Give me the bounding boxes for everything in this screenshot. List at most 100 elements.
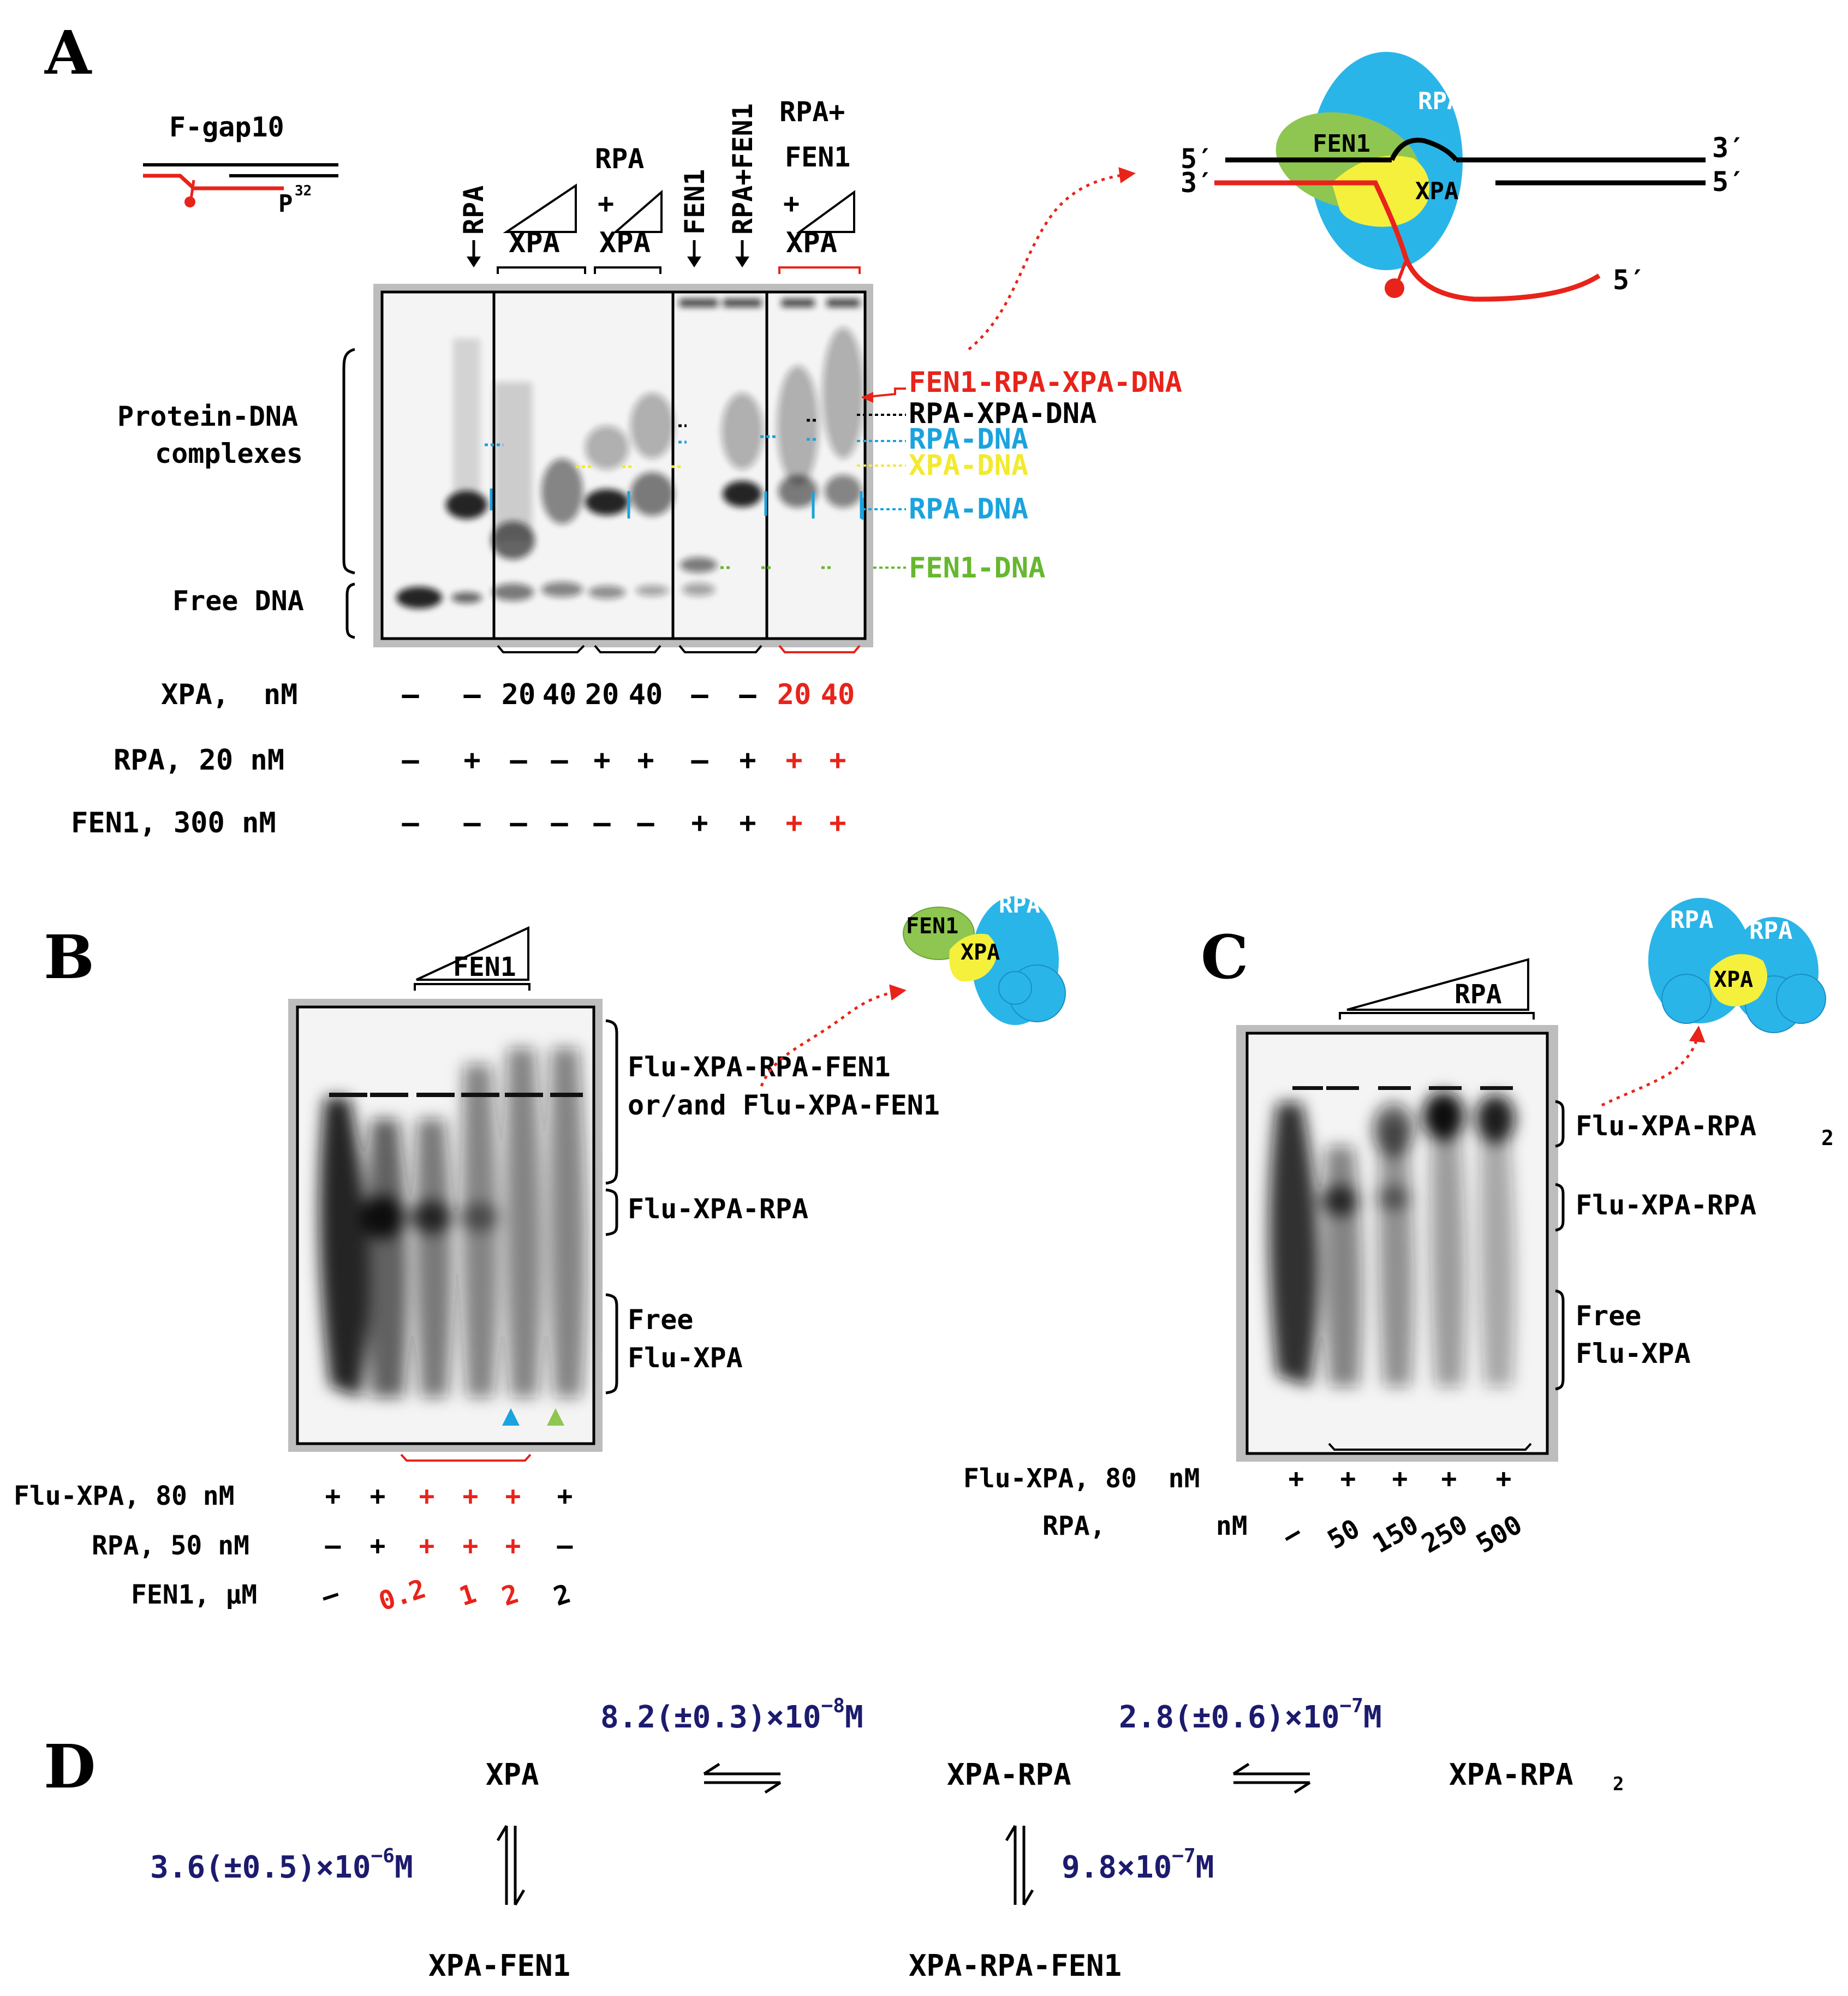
row-value: 150: [1367, 1509, 1423, 1559]
header-last-plus: +: [783, 188, 800, 219]
row-value: –: [557, 1530, 573, 1561]
c-label-1-sub: 2: [1821, 1126, 1834, 1150]
row-value: 500: [1471, 1509, 1527, 1559]
panel-c-header: RPA: [1339, 958, 1535, 1020]
row-value: 50: [1322, 1513, 1365, 1555]
b-label-4: Free: [628, 1304, 693, 1336]
p32-superscript: 32: [295, 183, 312, 199]
row-a-rpa-label: RPA, 20 nM: [114, 744, 284, 777]
species-xpa-rpa: XPA-RPA: [947, 1757, 1071, 1792]
species-xpa-rpa2: XPA-RPA: [1449, 1757, 1573, 1792]
row-value: 2: [498, 1578, 523, 1612]
label-free-dna: Free DNA: [172, 585, 304, 617]
gel-b: [288, 999, 603, 1462]
c-label-3: Free: [1576, 1300, 1641, 1332]
diagram-c: RPA RPA XPA: [1648, 898, 1826, 1033]
panel-c-header-label: RPA: [1454, 979, 1502, 1010]
header-last-bottom: XPA: [786, 227, 837, 259]
row-value: +: [505, 1530, 521, 1561]
row-value: +: [691, 807, 708, 839]
row-value: –: [463, 678, 481, 711]
row-value: 40: [821, 678, 855, 711]
row-c-fluxpa-label: Flu-XPA, 80 nM: [963, 1463, 1200, 1494]
row-b-rpa-label: RPA, 50 nM: [92, 1530, 249, 1561]
b-label-3: Flu-XPA-RPA: [628, 1193, 808, 1225]
kd-2: 2.8(±0.6)×10−7M: [1119, 1695, 1382, 1735]
arrow-to-diagram-c: [1601, 1026, 1706, 1107]
row-value: +: [463, 1530, 479, 1561]
row-value: +: [419, 1530, 435, 1561]
gel-c: [1236, 1025, 1558, 1462]
species-xpa: XPA: [486, 1757, 539, 1792]
band-label-5: RPA-DNA: [909, 493, 1028, 526]
row-a-xpa-label: XPA, nM: [161, 678, 297, 711]
substrate-schematic: F-gap10 P 32: [143, 111, 338, 218]
band-label-6: FEN1-DNA: [909, 552, 1045, 585]
row-value: +: [739, 744, 756, 777]
panel-a-band-labels: FEN1-RPA-XPA-DNA RPA-XPA-DNA RPA-DNA XPA…: [857, 366, 1182, 585]
gel-a: [373, 284, 873, 653]
row-value: +: [829, 807, 846, 839]
row-value: –: [402, 678, 419, 711]
row-value: +: [370, 1481, 386, 1511]
row-value: +: [370, 1530, 386, 1561]
header-last-line1: RPA+: [779, 96, 845, 128]
row-value: +: [637, 744, 654, 777]
row-value: –: [691, 678, 708, 711]
row-value: –: [402, 807, 419, 839]
substrate-label: F-gap10: [169, 111, 284, 143]
panel-b-rows: Flu-XPA, 80 nM RPA, 50 nM FEN1, µM +++++…: [14, 1481, 574, 1617]
row-a-fen1-label: FEN1, 300 nM: [71, 807, 276, 839]
diagram-c-rpa-1: RPA: [1670, 906, 1713, 934]
row-value: +: [463, 1481, 479, 1511]
row-value: +: [463, 744, 480, 777]
row-value: 0.2: [375, 1574, 430, 1617]
row-value: –: [593, 807, 611, 839]
row-value: +: [1441, 1463, 1457, 1494]
row-value: +: [785, 744, 802, 777]
kd-1: 8.2(±0.3)×10−8M: [600, 1695, 863, 1735]
row-value: –: [510, 744, 527, 777]
row-value: +: [1289, 1463, 1304, 1494]
arrow-to-diagram-a: [968, 167, 1136, 350]
row-value: –: [739, 678, 756, 711]
panel-c-labels: Flu-XPA-RPA 2 Flu-XPA-RPA Free Flu-XPA: [1555, 1100, 1834, 1391]
diagram-c-xpa: XPA: [1714, 967, 1753, 992]
diagram-a-5prime-left: 5′: [1181, 143, 1213, 175]
row-value: –: [551, 807, 568, 839]
row-value: –: [510, 807, 527, 839]
row-value: +: [505, 1481, 521, 1511]
b-label-2: or/and Flu-XPA-FEN1: [628, 1089, 940, 1121]
row-value: 1: [456, 1578, 480, 1612]
row-value: +: [593, 744, 610, 777]
species-xpa-rpa-fen1: XPA-RPA-FEN1: [909, 1949, 1122, 1983]
band-label-4: XPA-DNA: [909, 449, 1028, 482]
header-rpa-xpa-top: RPA: [595, 143, 644, 175]
panel-b-letter: B: [44, 922, 94, 992]
p32-label: P: [278, 190, 293, 218]
row-value: –: [402, 744, 419, 777]
diagram-a-3prime-right: 3′: [1712, 132, 1745, 164]
label-protein-dna: Protein-DNA: [117, 401, 298, 432]
row-value: +: [1340, 1463, 1356, 1494]
row-value: +: [419, 1481, 435, 1511]
row-value: –: [463, 807, 481, 839]
row-b-fen1-label: FEN1, µM: [131, 1580, 257, 1610]
kd-3: 3.6(±0.5)×10−6M: [150, 1845, 413, 1885]
row-value: –: [318, 1578, 343, 1612]
header-rpa-fen1: RPA+FEN1: [727, 103, 759, 235]
row-value: 2: [550, 1578, 575, 1612]
species-xpa-rpa2-sub: 2: [1613, 1773, 1624, 1795]
diagram-a-fen1: FEN1: [1313, 130, 1370, 158]
band-label-1: FEN1-RPA-XPA-DNA: [909, 366, 1182, 399]
row-value: 20: [502, 678, 536, 711]
panel-a-left-labels: Protein-DNA complexes Free DNA: [117, 348, 355, 639]
c-label-4: Flu-XPA: [1576, 1338, 1691, 1369]
row-value: 20: [585, 678, 619, 711]
row-value: 40: [629, 678, 663, 711]
c-label-2: Flu-XPA-RPA: [1576, 1189, 1756, 1221]
row-value: +: [785, 807, 802, 839]
panel-c-letter: C: [1201, 922, 1249, 992]
